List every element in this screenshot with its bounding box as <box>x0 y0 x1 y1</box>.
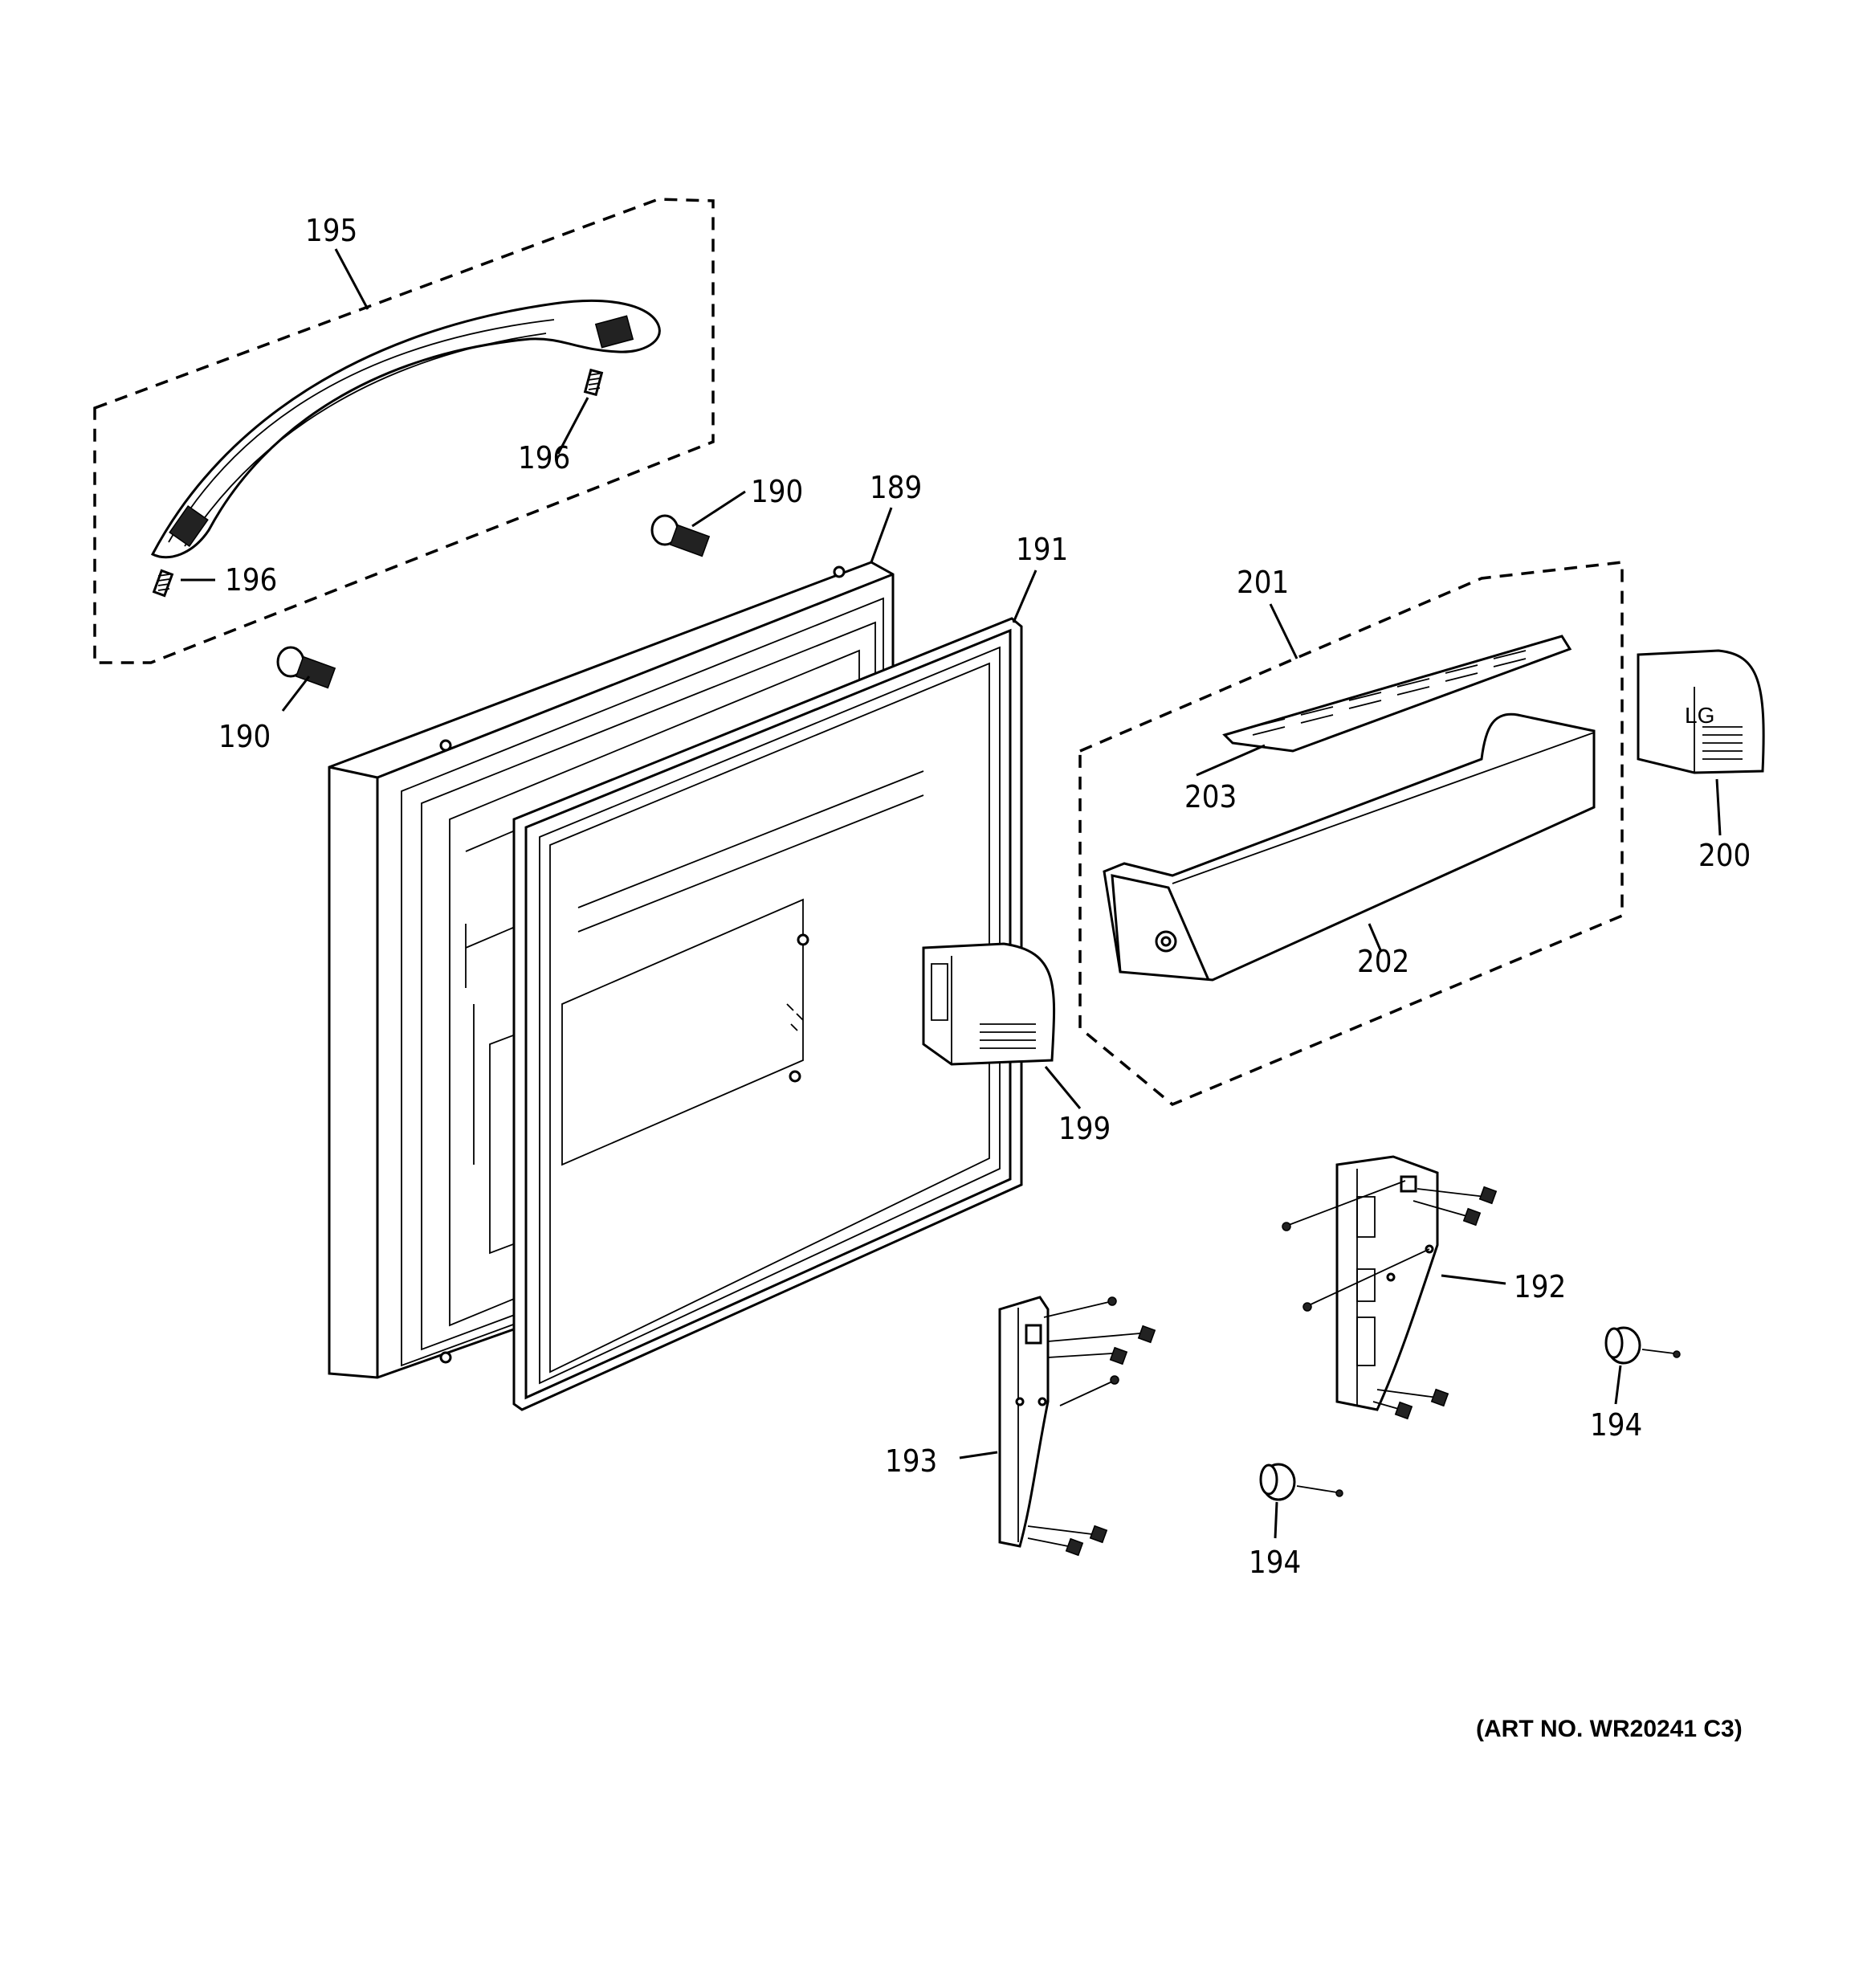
bin-end-cap-left <box>922 942 1056 1066</box>
callout-192: 192 <box>1514 1269 1566 1304</box>
door-handle <box>150 299 661 559</box>
bracket-screws-right <box>1282 1180 1498 1420</box>
callout-193: 193 <box>885 1443 937 1479</box>
callout-199: 199 <box>1058 1111 1111 1146</box>
handle-stud <box>650 514 711 557</box>
callout-191: 191 <box>1016 532 1068 567</box>
door-bumper <box>1604 1326 1681 1365</box>
leader-lines <box>181 248 1722 1539</box>
brand-logo: LG <box>1685 703 1714 728</box>
hinge-bracket-right <box>1335 1155 1439 1411</box>
set-screw <box>152 569 174 598</box>
callout-196: 196 <box>518 440 570 476</box>
callout-189: 189 <box>870 470 922 505</box>
callout-190: 190 <box>751 474 803 509</box>
callout-202: 202 <box>1357 944 1409 979</box>
callout-labels: 195 196 196 190 190 189 191 201 203 200 … <box>218 213 1751 1580</box>
callout-194: 194 <box>1249 1545 1301 1580</box>
callout-203: 203 <box>1184 779 1237 814</box>
callout-190: 190 <box>218 719 271 754</box>
bin-end-cap-right: LG <box>1637 649 1765 774</box>
callout-196: 196 <box>225 562 277 598</box>
set-screw <box>583 368 604 397</box>
callout-195: 195 <box>305 213 357 248</box>
handle-stud <box>276 646 336 689</box>
bracket-screws-left <box>1027 1296 1156 1557</box>
door-bin-group <box>1078 561 1624 1107</box>
door-bumper <box>1259 1463 1343 1501</box>
bin-cover <box>1222 635 1572 753</box>
callout-201: 201 <box>1237 565 1289 600</box>
door-bin <box>1103 712 1596 982</box>
callout-200: 200 <box>1698 838 1751 873</box>
art-number: (ART NO. WR20241 C3) <box>1476 1716 1743 1742</box>
callout-194: 194 <box>1590 1407 1642 1443</box>
door-gasket <box>512 617 1023 1411</box>
handle-group <box>93 198 715 664</box>
hinge-bracket-left <box>998 1296 1050 1548</box>
